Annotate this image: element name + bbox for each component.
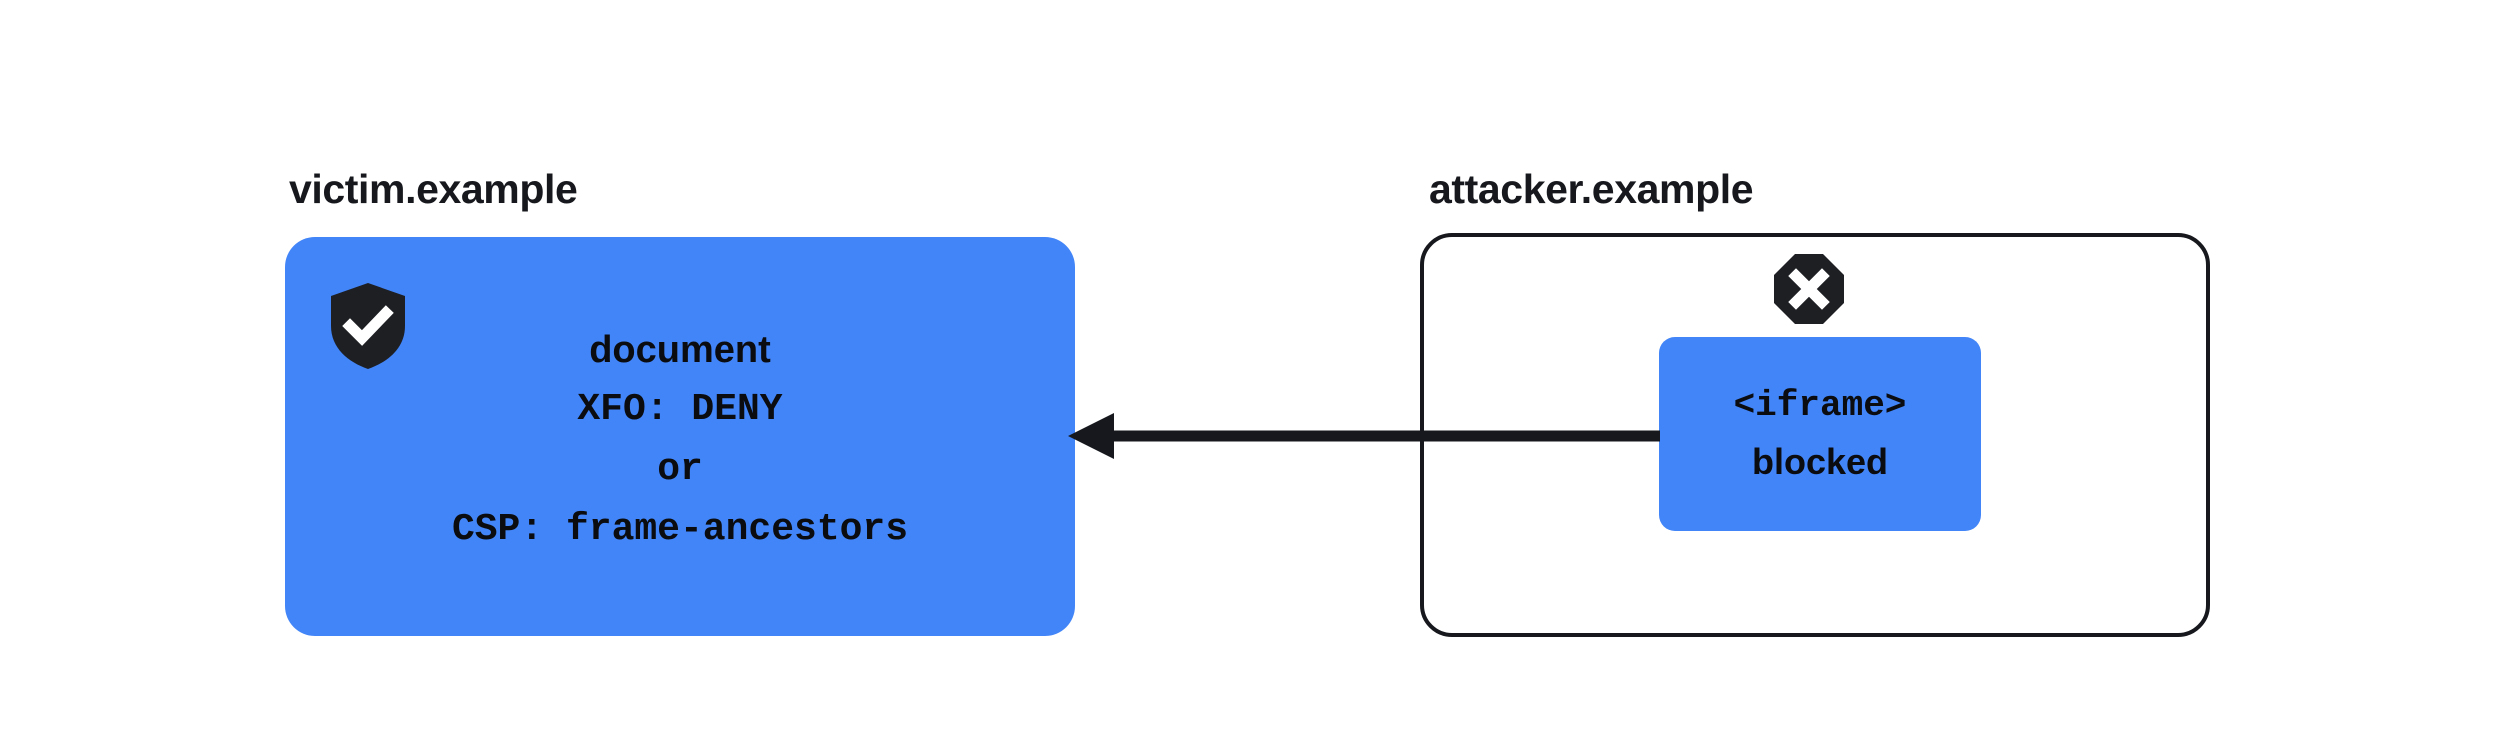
victim-line-csp: CSP: frame-ancestors — [451, 507, 909, 551]
attacker-origin-label: attacker.example — [1429, 166, 1754, 212]
victim-line-xfo: XFO: DENY — [577, 387, 783, 431]
victim-line-document: document — [589, 328, 771, 371]
shield-check-icon — [331, 283, 405, 369]
attacker-iframe-box: <iframe> blocked — [1659, 337, 1981, 531]
victim-line-or: or — [657, 447, 703, 491]
blocked-frame-arrow — [1068, 413, 1660, 459]
iframe-tag-label: <iframe> — [1733, 385, 1907, 426]
victim-origin-label: victim.example — [289, 166, 578, 212]
victim-policy-text: document XFO: DENY or CSP: frame-ancesto… — [285, 237, 1075, 636]
octagon-x-icon — [1774, 254, 1844, 324]
iframe-blocked-label: blocked — [1751, 441, 1889, 482]
victim-document-panel: document XFO: DENY or CSP: frame-ancesto… — [285, 237, 1075, 636]
